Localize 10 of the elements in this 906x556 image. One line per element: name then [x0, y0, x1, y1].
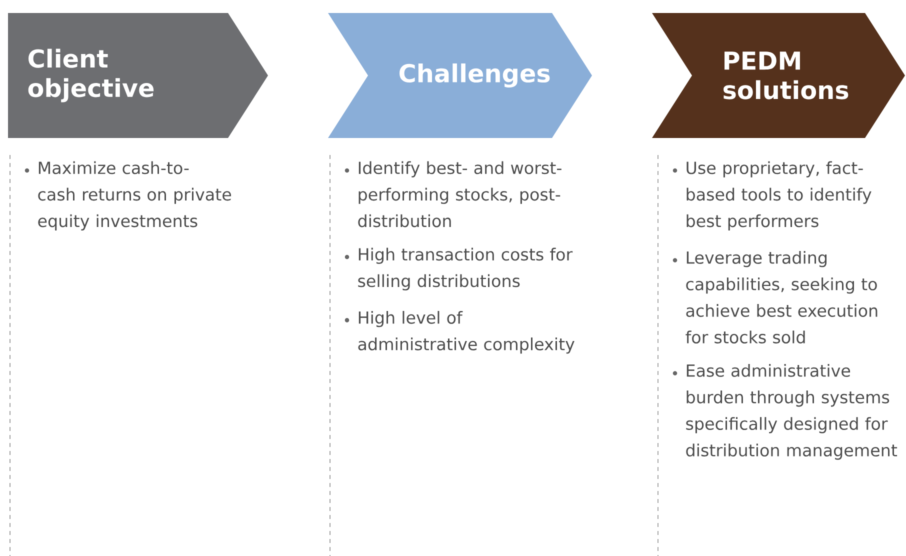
- bullet-text: Maximize cash-to-cash returns on private equity investments: [38, 161, 232, 230]
- bullet-text: Identify best- and worst-performing stocks, post-distribution: [358, 161, 562, 228]
- bullet-text: Ease administrative burden through systems specifically designed for distribution management: [686, 364, 898, 460]
- chevron: Client objective: [8, 13, 268, 138]
- bullet-text: High transaction costs for selling distributions: [358, 248, 573, 290]
- chevron: PEDM solutions: [652, 13, 905, 138]
- bullet-text: Leverage trading capabilities, seeking to achieve best execution for stocks sold: [686, 250, 878, 344]
- chevron: Challenges: [328, 13, 592, 138]
- bullet-text: Use proprietary, fact-based tools to identify best performers: [686, 161, 872, 230]
- bullet-text: High level of administrative complexity: [358, 310, 574, 354]
